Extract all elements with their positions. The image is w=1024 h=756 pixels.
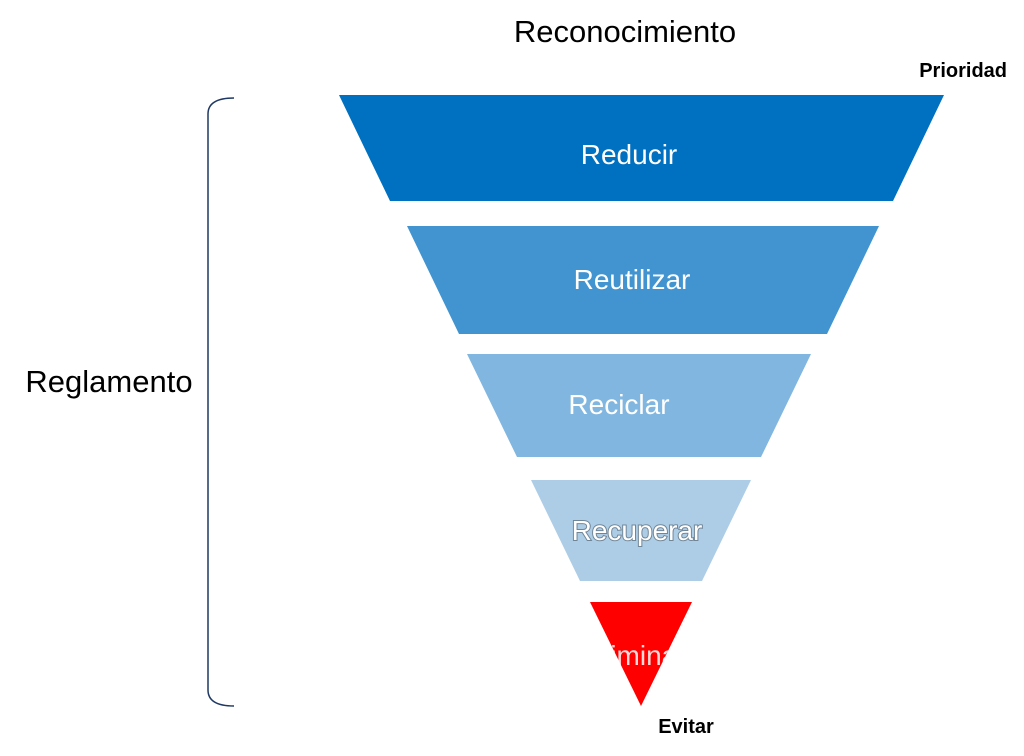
level-reciclar-label: Reciclar [568, 389, 669, 420]
level-recuperar-shape [531, 480, 751, 581]
level-reutilizar-shape [407, 226, 879, 334]
funnel-levels: Reducir Reutilizar Reciclar Recuperar El… [339, 95, 944, 706]
level-reducir-shape [339, 95, 944, 201]
level-reciclar-shape [467, 354, 811, 457]
level-reducir-label: Reducir [581, 139, 677, 170]
diagram-title: Reconocimiento [514, 14, 736, 49]
level-eliminar-shape [590, 602, 692, 706]
level-reutilizar-label: Reutilizar [574, 264, 691, 295]
left-bracket [207, 97, 235, 707]
avoid-label: Evitar [658, 716, 714, 738]
level-eliminar-label: Eliminar [585, 640, 686, 671]
level-recuperar-label: Recuperar [572, 515, 703, 546]
side-label: Reglamento [25, 364, 192, 399]
priority-label: Prioridad [919, 60, 1007, 82]
